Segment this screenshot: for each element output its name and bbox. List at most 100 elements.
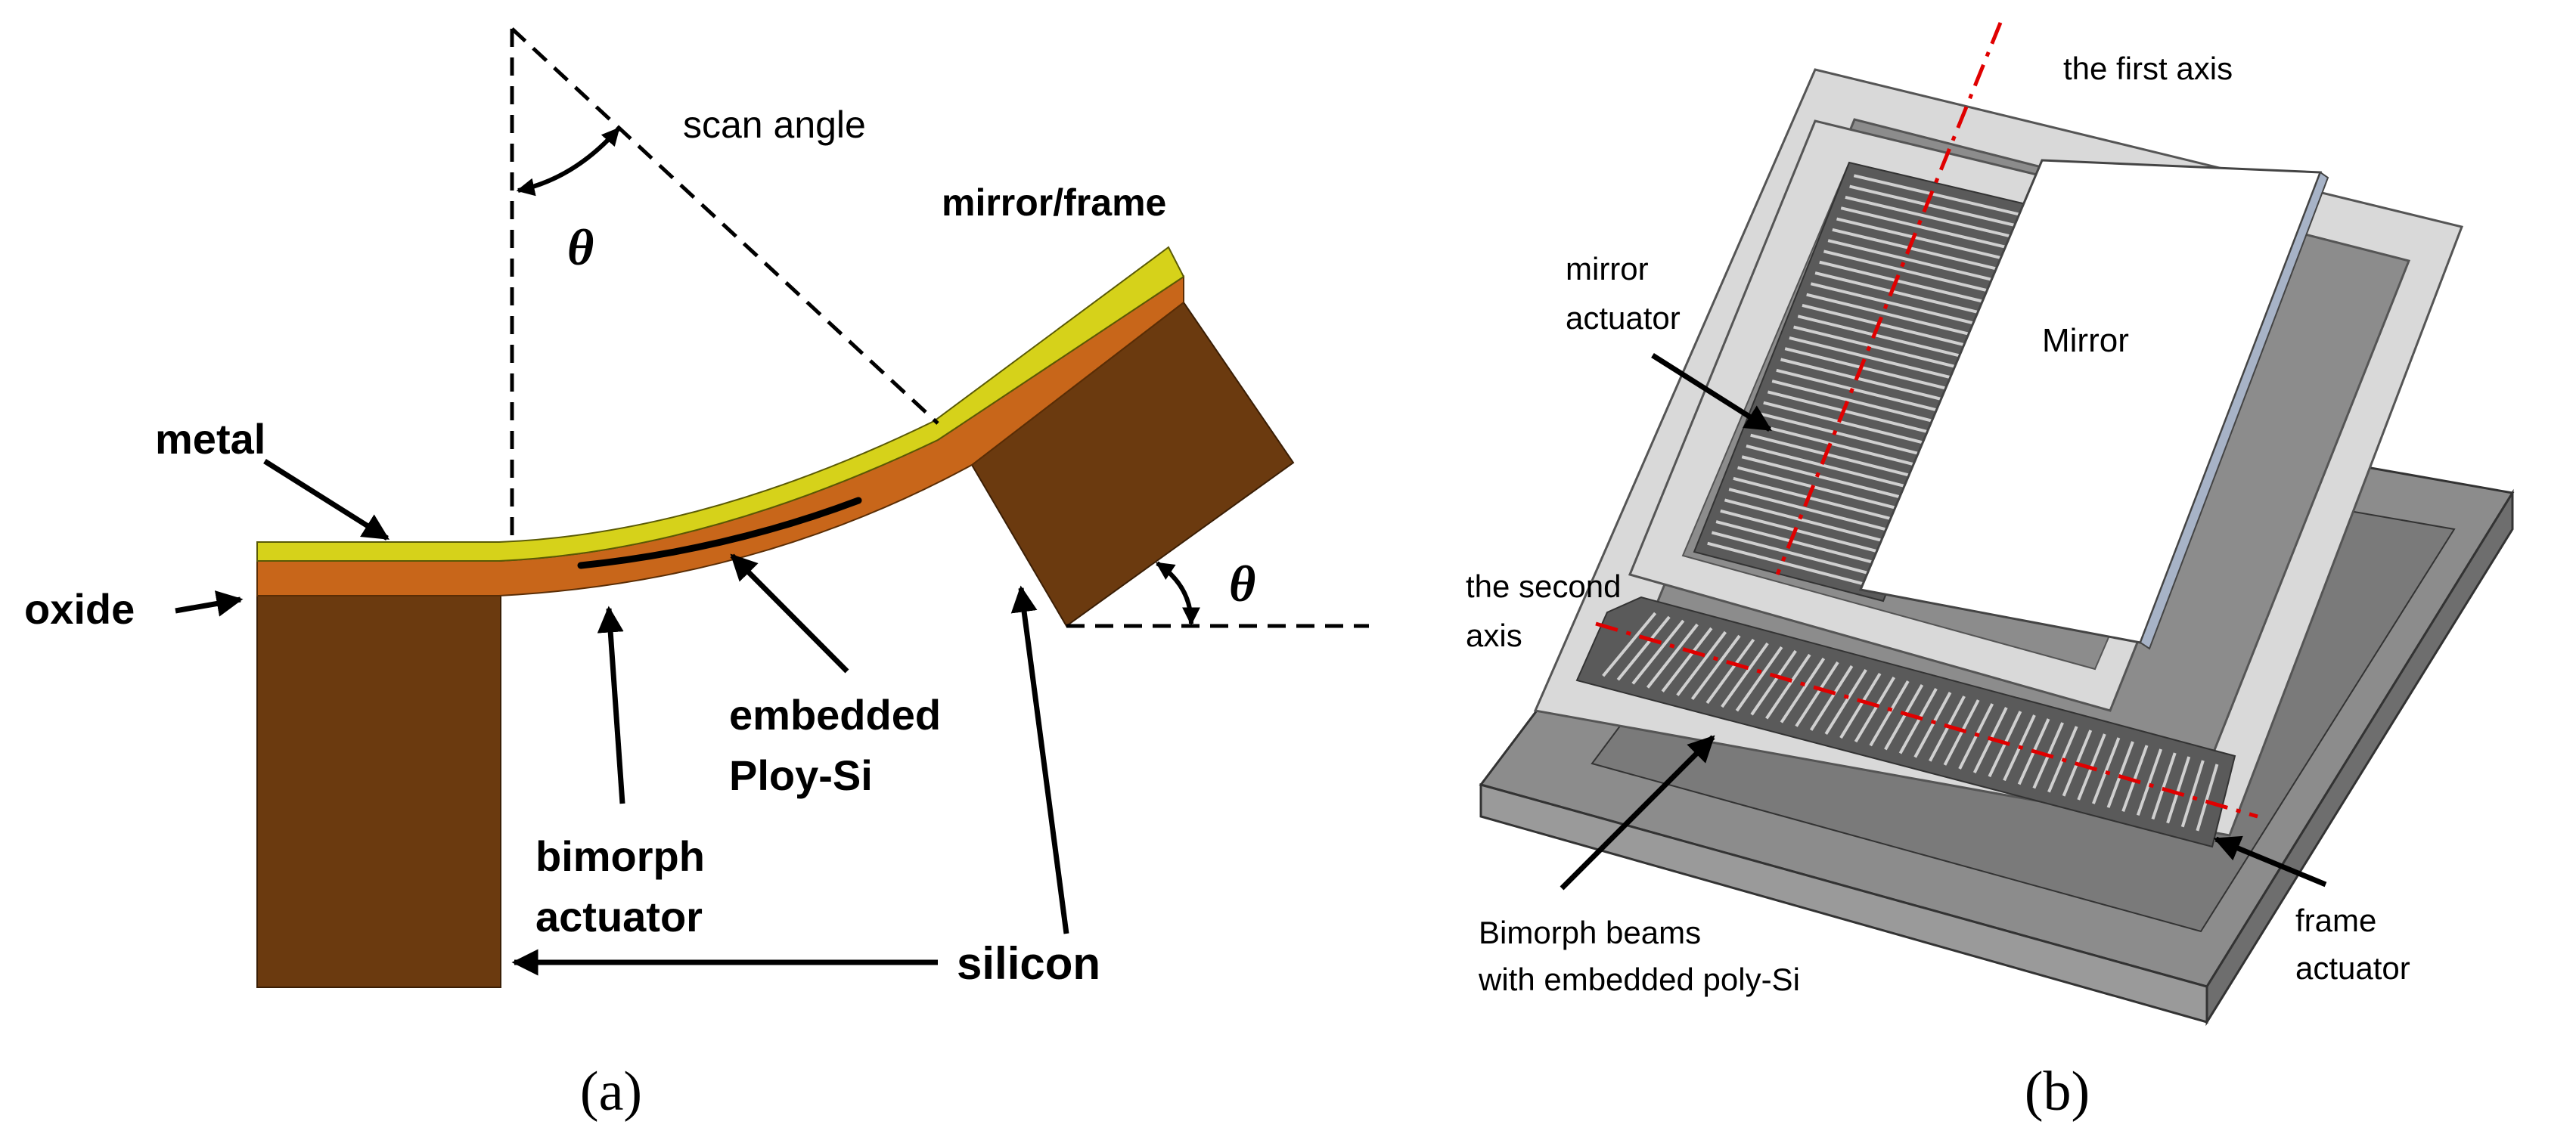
mirror-actuator-beam xyxy=(1836,217,2012,262)
frame-actuator-beam xyxy=(1854,676,1896,743)
frame-actuator xyxy=(1575,596,2236,848)
mirror-actuator-beam xyxy=(1728,488,1901,535)
bimorph-actuator-label-line2: actuator xyxy=(535,893,703,940)
mirror-actuator-beam xyxy=(1733,476,1906,524)
frame-actuator-beam xyxy=(2196,764,2219,832)
mirror-actuator-beams xyxy=(1707,174,2029,590)
frame-actuator-beams xyxy=(1602,612,2219,832)
mirror-actuator-beam xyxy=(1737,466,1910,513)
mirror-actuator-beam xyxy=(1849,184,2025,229)
metal-label: metal xyxy=(155,415,265,463)
frame-actuator-label-line2: actuator xyxy=(2295,950,2410,986)
frame-actuator-beam xyxy=(1943,699,1980,766)
scan-angle-label: scan angle xyxy=(683,104,866,146)
bimorph-beams-label-line1: Bimorph beams xyxy=(1479,915,1701,950)
mirror-actuator-beam xyxy=(1853,174,2029,218)
silicon-arrow-right xyxy=(1010,585,1069,934)
mirror-actuator-beam xyxy=(1827,239,2003,284)
mirror-actuator-beam xyxy=(1741,455,1914,502)
frame-actuator-label-line1: frame xyxy=(2295,903,2376,938)
embedded-polysi-label-line2: Ploy-Si xyxy=(729,751,873,799)
frame-actuator-beam xyxy=(2121,745,2149,812)
bimorph-arrow xyxy=(597,606,625,804)
mirror-actuator-beam xyxy=(1832,228,2007,273)
panel-a: scan angle θ mirror/frame metal oxide em… xyxy=(24,27,1369,1123)
frame-actuator-beam xyxy=(1839,672,1882,739)
embedded-arrow xyxy=(730,553,849,674)
mirror-frame-label: mirror/frame xyxy=(942,181,1166,224)
bimorph-actuator-label-line1: bimorph xyxy=(535,832,705,880)
mirror-actuator-beam xyxy=(1823,249,1998,295)
mirror-actuator-beam xyxy=(1806,293,1981,339)
oxide-arrow xyxy=(175,590,244,617)
frame-actuator-beam xyxy=(2166,756,2191,824)
mirror-actuator-beam xyxy=(1819,260,1994,305)
oxide-label: oxide xyxy=(24,585,135,633)
frame-actuator-beam xyxy=(1929,696,1966,762)
mirror-actuator-beam xyxy=(1720,509,1892,557)
caption-a: (a) xyxy=(580,1061,642,1123)
frame-actuator-beam xyxy=(1809,665,1854,731)
frame-actuator-beam xyxy=(1824,668,1867,735)
mirror-actuator-beam xyxy=(1758,412,1932,459)
mirror-actuator-beam xyxy=(1840,206,2016,251)
frame-actuator-beam xyxy=(1765,653,1811,720)
mirror-actuator-beam xyxy=(1754,423,1928,469)
mirror-actuator-beam xyxy=(1793,325,1967,371)
right-theta-arc xyxy=(1156,561,1200,626)
mirror-actuator-beam xyxy=(1711,531,1884,579)
mirror-actuator-beam xyxy=(1715,520,1889,568)
bimorph-beams-label-line2: with embedded poly-Si xyxy=(1478,962,1800,997)
second-axis-label-line1: the second xyxy=(1466,568,1622,604)
mirror-actuator-beam xyxy=(1810,282,1985,327)
mirror-actuator-label-line2: actuator xyxy=(1566,300,1681,336)
frame-actuator-beam xyxy=(1646,623,1699,689)
embedded-polysi-line xyxy=(577,497,862,569)
mirror-actuator-beam xyxy=(1784,347,1959,393)
frame-actuator-beam xyxy=(2180,760,2205,828)
frame-actuator-arrow xyxy=(2213,835,2327,888)
mirror-label: Mirror xyxy=(2042,322,2129,359)
diagonal-dashed-line xyxy=(511,27,939,425)
frame-actuator-beam xyxy=(1898,688,1938,754)
mirror-actuator-beam xyxy=(1797,314,1972,361)
mirror-actuator-beam xyxy=(1707,541,1879,590)
mirror-actuator-beam xyxy=(1814,271,1990,317)
mirror-actuator-beam xyxy=(1776,368,1950,415)
mirror-actuator-beam xyxy=(1746,445,1919,491)
frame-actuator-beam xyxy=(1602,612,1657,677)
metal-layer xyxy=(256,246,1185,562)
mirror-actuator-beam xyxy=(1845,195,2020,240)
mirror-actuator-beam xyxy=(1802,304,1976,349)
second-axis-label-line2: axis xyxy=(1466,618,1522,653)
first-axis-line xyxy=(1775,22,2003,575)
left-silicon-block xyxy=(256,595,501,988)
frame-actuator-beam xyxy=(1631,619,1685,685)
frame-actuator-beam xyxy=(2151,752,2177,820)
frame-actuator-beam xyxy=(1661,627,1713,692)
theta-top-label: θ xyxy=(567,218,594,276)
frame-actuator-beam xyxy=(1616,615,1671,681)
substrate-plate-right xyxy=(2205,488,2514,1027)
frame-actuator-beam xyxy=(1884,684,1924,751)
caption-b: (b) xyxy=(2025,1061,2090,1123)
theta-right-label: θ xyxy=(1229,555,1255,612)
silicon-label: silicon xyxy=(957,938,1100,989)
metal-arrow xyxy=(263,459,390,541)
mirror-actuator-arrow xyxy=(1651,353,1772,432)
frame-actuator-beam xyxy=(1913,692,1952,758)
mirror-actuator-beam xyxy=(1789,336,1963,383)
frame-actuator-beam xyxy=(1735,646,1783,712)
frame-actuator-beam xyxy=(1721,642,1769,708)
frame-actuator-beam xyxy=(1705,638,1755,705)
mirror-plate-edge xyxy=(2139,171,2329,650)
panel-b: the first axis the second axis mirror ac… xyxy=(1466,22,2515,1123)
frame-actuator-beam xyxy=(2136,748,2163,816)
mirror-actuator-label-line1: mirror xyxy=(1566,251,1649,287)
embedded-polysi-label-line1: embedded xyxy=(729,691,941,739)
frame-actuator-beam xyxy=(1676,630,1727,696)
frame-actuator-beam xyxy=(1690,634,1741,701)
mirror-actuator-beam xyxy=(1780,358,1954,404)
bimorph-beams-arrow xyxy=(1560,735,1715,891)
